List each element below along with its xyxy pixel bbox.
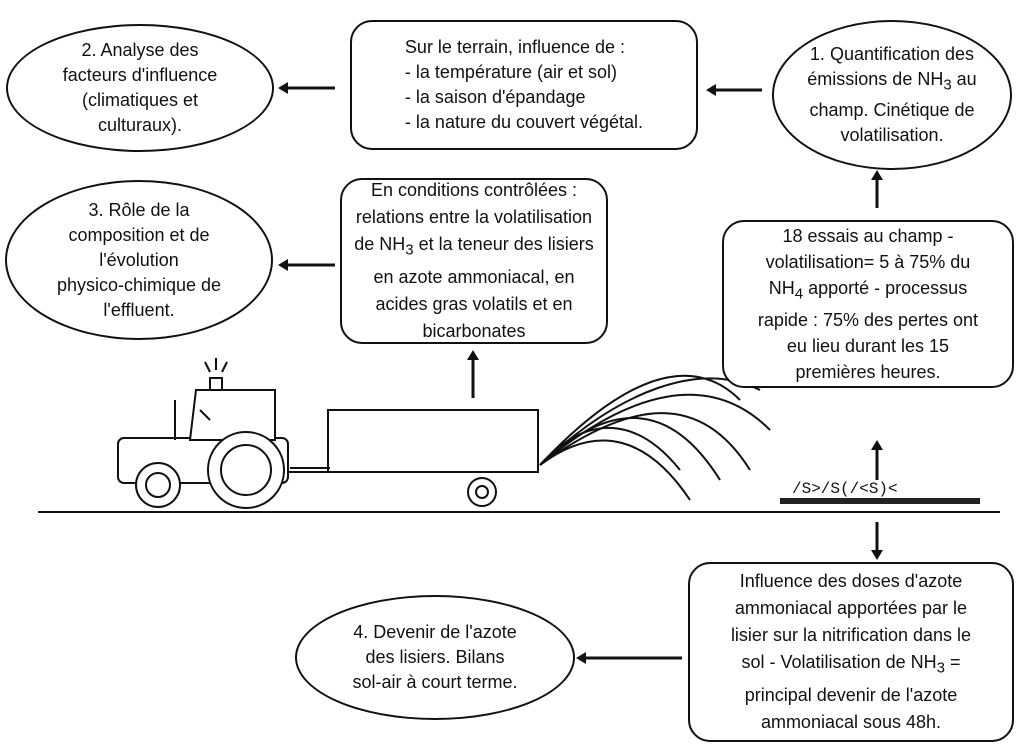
essais-line3a: NH	[768, 277, 795, 298]
obj3-line1: 3. Rôle de la	[88, 199, 190, 220]
obj3-line2: composition et de	[68, 224, 210, 245]
objective-1-ellipse: 1. Quantification des émissions de NH3 a…	[772, 20, 1012, 170]
arrow-soil-to-essais	[871, 440, 883, 480]
tractor-icon	[117, 358, 330, 509]
soil-icon	[780, 498, 980, 504]
objective-2-ellipse: 2. Analyse des facteurs d'influence (cli…	[6, 24, 274, 152]
controlled-line5: acides gras volatils et en	[375, 293, 573, 314]
essais-box: 18 essais au champ - volatilisation= 5 à…	[722, 220, 1014, 388]
influence-line4b: =	[944, 652, 961, 673]
arrow-terrain-to-obj2	[278, 82, 335, 94]
obj2-line4: culturaux).	[97, 115, 183, 135]
influence-line3: lisier sur la nitrification dans le	[730, 625, 972, 646]
objective-4-ellipse: 4. Devenir de l'azote des lisiers. Bilan…	[295, 595, 575, 720]
controlled-line3sub: 3	[405, 241, 414, 259]
soil-squiggle: /S>/S(/<S)<	[792, 480, 898, 498]
influence-line6: ammoniacal sous 48h.	[760, 711, 942, 732]
obj3-line5: l'effluent.	[103, 299, 175, 320]
objective-3-ellipse: 3. Rôle de la composition et de l'évolut…	[5, 180, 273, 340]
obj1-text-b: émissions de NH	[807, 69, 944, 90]
obj1-text-c: au	[951, 69, 977, 90]
obj2-line1: 2. Analyse des	[81, 40, 199, 60]
essais-line2: volatilisation= 5 à 75% du	[765, 251, 971, 272]
obj4-line2: des lisiers. Bilans	[365, 647, 505, 667]
influence-line4a: sol - Volatilisation de NH	[741, 652, 937, 673]
influence-line4sub: 3	[936, 659, 945, 677]
terrain-line1: Sur le terrain, influence de :	[404, 37, 626, 57]
obj4-line3: sol-air à court terme.	[352, 672, 518, 692]
controlled-line2: relations entre la volatilisation	[355, 207, 593, 228]
obj1-text-d: champ. Cinétique de	[809, 99, 975, 120]
essais-line3b: apporté - processus	[803, 277, 968, 298]
obj1-sub: 3	[943, 76, 952, 94]
controlled-line3b: et la teneur des lisiers	[413, 234, 594, 255]
obj2-line3: (climatiques et	[81, 90, 199, 110]
arrow-obj1-to-terrain	[706, 84, 762, 96]
terrain-line4: - la nature du couvert végétal.	[404, 112, 644, 132]
obj1-text-a: Quantification des	[829, 44, 975, 65]
obj2-line2: facteurs d'influence	[62, 65, 218, 85]
obj3-line3: l'évolution	[99, 249, 179, 270]
obj1-number: 1.	[809, 44, 825, 65]
terrain-line2: - la température (air et sol)	[404, 62, 617, 82]
essais-line6: premières heures.	[795, 362, 941, 383]
controlled-line4: en azote ammoniacal, en	[373, 266, 575, 287]
essais-line5: eu lieu durant les 15	[786, 336, 950, 357]
controlled-line6: bicarbonates	[422, 320, 526, 341]
terrain-line3: - la saison d'épandage	[404, 87, 586, 107]
obj3-line4: physico-chimique de	[56, 274, 222, 295]
controlled-conditions-box: En conditions contrôlées : relations ent…	[340, 178, 608, 344]
influence-line5: principal devenir de l'azote	[744, 684, 958, 705]
controlled-line1: En conditions contrôlées :	[370, 180, 578, 201]
spray-icon	[539, 374, 771, 501]
arrow-essais-to-obj1	[871, 170, 883, 208]
influence-line1: Influence des doses d'azote	[739, 571, 963, 592]
arrow-tank-to-controlled	[467, 350, 479, 398]
arrow-soil-to-influence	[871, 522, 883, 560]
essais-line3sub: 4	[794, 285, 804, 303]
arrow-influence-to-obj4	[576, 652, 682, 664]
essais-line1: 18 essais au champ -	[782, 225, 954, 246]
influence-box: Influence des doses d'azote ammoniacal a…	[688, 562, 1014, 742]
arrow-controlled-to-obj3	[278, 259, 335, 271]
slurry-tank-icon	[290, 409, 539, 507]
obj1-text-e: volatilisation.	[840, 124, 944, 145]
obj4-line1: 4. Devenir de l'azote	[353, 622, 517, 642]
terrain-box: Sur le terrain, influence de : - la temp…	[350, 20, 698, 150]
essais-line4: rapide : 75% des pertes ont	[757, 310, 979, 331]
influence-line2: ammoniacal apportées par le	[734, 598, 968, 619]
controlled-line3a: de NH	[354, 234, 406, 255]
